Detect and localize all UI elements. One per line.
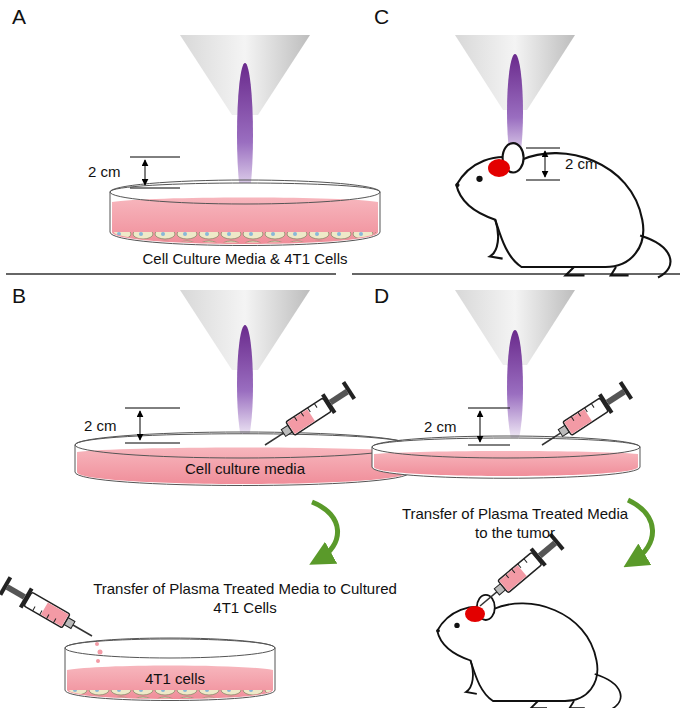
dimension: 2 cm bbox=[84, 417, 117, 436]
panel-letter: C bbox=[374, 4, 389, 30]
panel-letter: A bbox=[12, 4, 26, 30]
transfer-note: Transfer of Plasma Treated Media to Cult… bbox=[85, 580, 405, 618]
dish-label: 4T1 cells bbox=[130, 670, 220, 689]
caption-text: Cell Culture Media & 4T1 Cells bbox=[110, 250, 380, 269]
transfer-note: Transfer of Plasma Treated Media to the … bbox=[400, 505, 630, 543]
panel-letter: B bbox=[12, 283, 26, 309]
dish-label: Cell culture media bbox=[160, 460, 330, 479]
dimension: 2 cm bbox=[88, 163, 121, 182]
dimension: 2 cm bbox=[565, 155, 598, 174]
dimension: 2 cm bbox=[424, 418, 457, 437]
panel-letter: D bbox=[374, 283, 389, 309]
